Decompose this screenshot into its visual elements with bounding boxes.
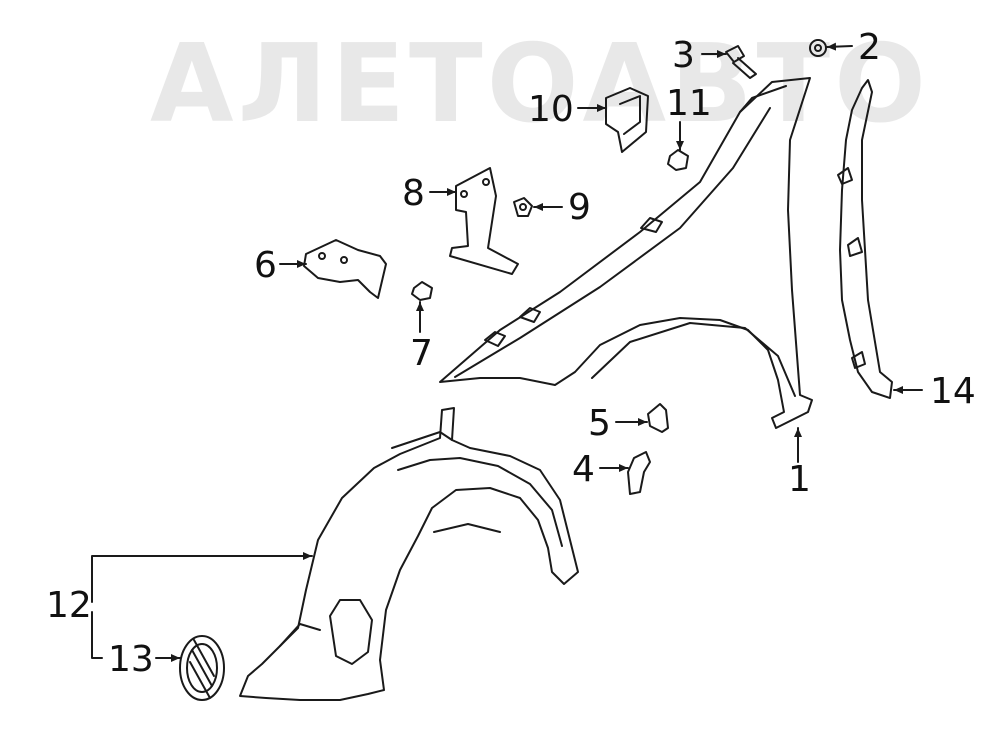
callout-4: 4 — [572, 449, 595, 490]
callout-13: 13 — [108, 639, 154, 680]
callout-7: 7 — [410, 333, 433, 374]
callout-10: 10 — [528, 89, 574, 130]
leader-2 — [826, 42, 853, 51]
leader-13 — [91, 611, 103, 659]
bracket-part-6 — [303, 239, 387, 299]
callout-14: 14 — [930, 371, 976, 412]
callout-2: 2 — [858, 27, 881, 68]
clip-part-9 — [513, 197, 533, 217]
callout-9: 9 — [568, 187, 591, 228]
leader-12 — [91, 552, 313, 603]
callout-8: 8 — [402, 173, 425, 214]
callout-11: 11 — [666, 83, 712, 124]
screw-part-4 — [627, 451, 651, 495]
callout-1: 1 — [788, 459, 811, 500]
side-seal-part-14 — [837, 79, 893, 399]
clip-part-11 — [667, 149, 689, 171]
callout-6: 6 — [254, 245, 277, 286]
clip-part-2 — [809, 39, 827, 57]
bolt-part-3 — [725, 45, 757, 79]
bracket-part-8 — [449, 167, 519, 275]
fender-part-1 — [439, 77, 813, 429]
grommet-part-13 — [179, 635, 225, 701]
callout-12: 12 — [46, 585, 92, 626]
wheel-liner-part-12 — [239, 407, 579, 701]
clip-part-7 — [411, 281, 433, 301]
callout-3: 3 — [672, 35, 695, 76]
leader-lines — [91, 42, 923, 662]
bracket-part-10 — [605, 87, 649, 153]
callout-5: 5 — [588, 403, 611, 444]
clip-part-5 — [647, 403, 669, 433]
